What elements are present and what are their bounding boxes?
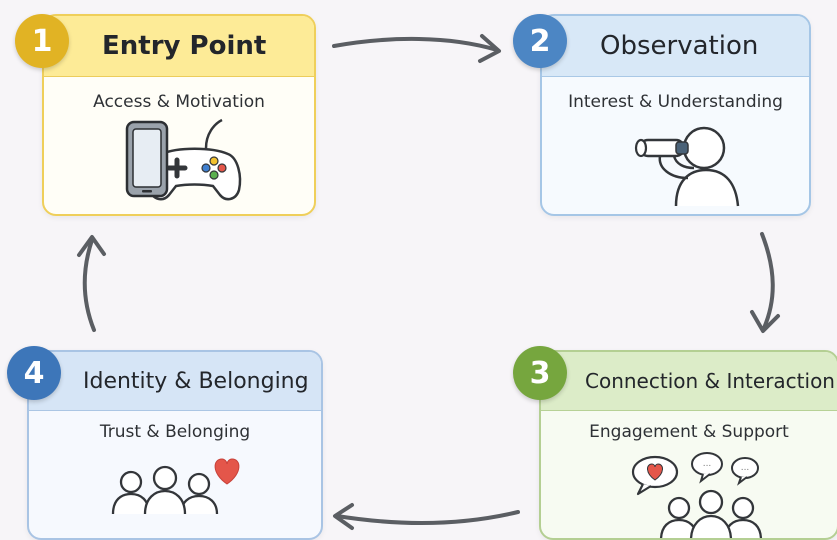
chat-dots: ... [703, 459, 712, 469]
chat-dots: ... [741, 463, 750, 473]
arrow-right-icon [332, 36, 499, 52]
group-chat-icon: ... ... [631, 452, 763, 538]
step-number-badge: 2 [513, 14, 567, 68]
step-number-badge: 1 [15, 14, 69, 68]
step-card-entry-point: Entry Point Access & Motivation [42, 14, 316, 216]
step-subtitle: Interest & Understanding [568, 92, 783, 112]
step-header: Connection & Interaction [541, 352, 837, 411]
arrow-left-icon [335, 510, 520, 526]
step-header: Entry Point [44, 16, 314, 77]
arrow-down-icon [760, 232, 775, 330]
step-header: Observation [542, 16, 809, 77]
step-subtitle: Engagement & Support [589, 422, 789, 442]
arrow-up-icon [82, 238, 96, 332]
step-card-connection-interaction: Connection & Interaction Engagement & Su… [539, 350, 837, 540]
step-number-badge: 3 [513, 346, 567, 400]
group-heart-icon [111, 458, 240, 515]
step-number-badge: 4 [7, 346, 61, 400]
step-subtitle: Access & Motivation [93, 92, 265, 112]
phone-gamepad-icon [125, 118, 242, 201]
arrow-head [333, 503, 354, 530]
step-title: Connection & Interaction [585, 369, 835, 393]
arrow-head [77, 235, 106, 257]
step-card-observation: Observation Interest & Understanding [540, 14, 811, 216]
arrow-head [478, 34, 501, 63]
step-title: Identity & Belonging [83, 368, 309, 394]
arrow-head [750, 310, 780, 333]
step-title: Entry Point [102, 31, 267, 61]
step-header: Identity & Belonging [29, 352, 321, 411]
binoculars-person-icon [634, 126, 740, 207]
step-title: Observation [600, 31, 759, 61]
step-subtitle: Trust & Belonging [99, 422, 251, 442]
